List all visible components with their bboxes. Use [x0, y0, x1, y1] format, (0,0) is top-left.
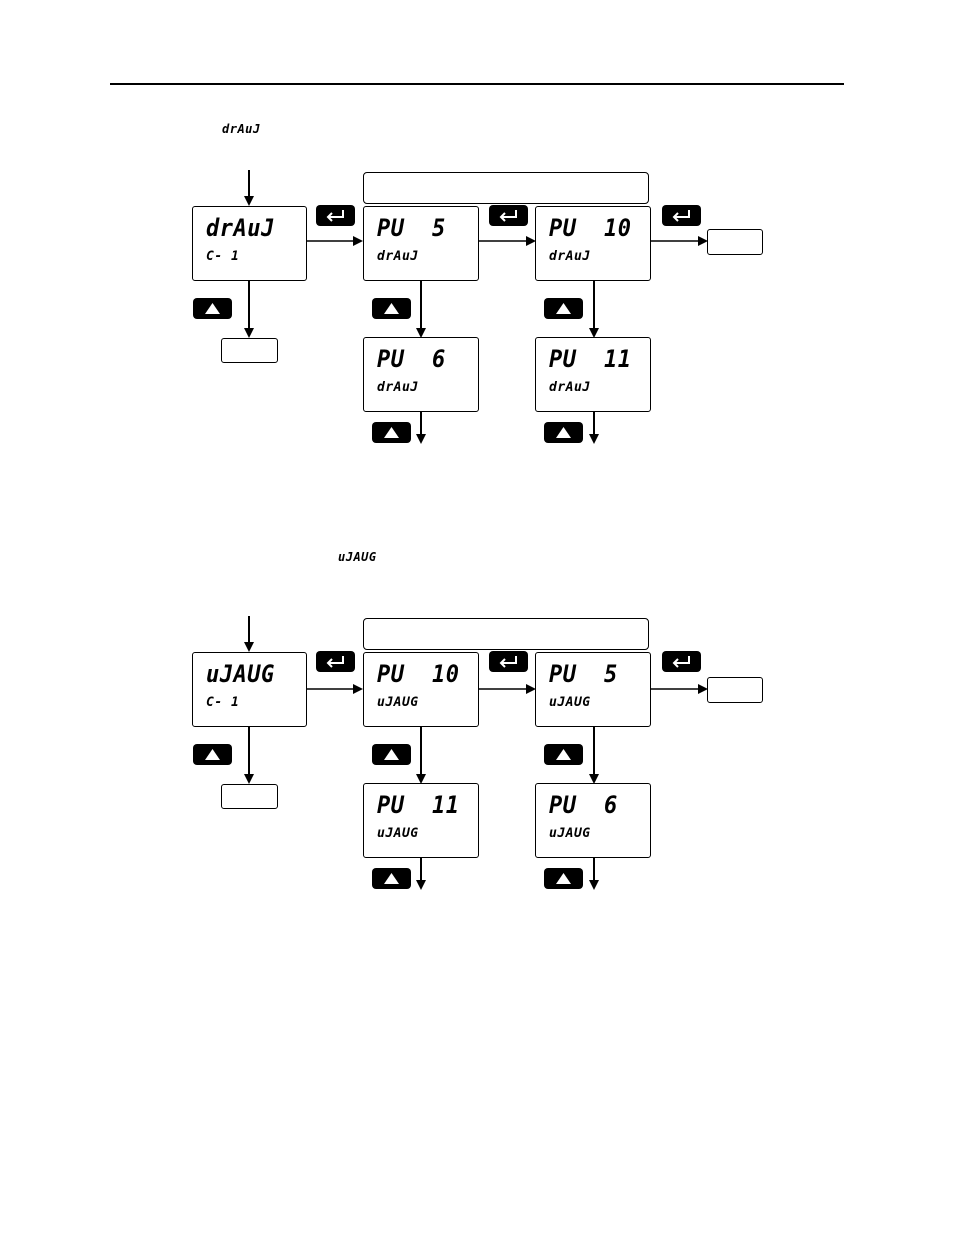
up-arrow-icon [556, 303, 571, 314]
display-line-1: PU 10 [377, 661, 460, 689]
info-banner [363, 618, 649, 650]
info-banner [363, 172, 649, 204]
display-line-2: uJAUG [549, 826, 591, 841]
up-arrow-icon [205, 749, 220, 760]
up-button[interactable] [544, 868, 583, 889]
pu-display-c: PU 11 uJAUG [363, 783, 479, 858]
up-button[interactable] [544, 298, 583, 319]
enter-icon [672, 210, 690, 222]
intro-word-1: drAuJ [222, 122, 261, 136]
up-button[interactable] [372, 422, 411, 443]
display-line-2: drAuJ [377, 380, 419, 395]
up-button[interactable] [372, 744, 411, 765]
enter-button[interactable] [489, 651, 528, 672]
enter-icon [499, 210, 517, 222]
display-line-1: PU 11 [377, 792, 460, 820]
up-button[interactable] [193, 298, 232, 319]
display-line-1: PU 5 [377, 215, 446, 243]
display-line-1: PU 6 [377, 346, 446, 374]
display-line-1: PU 11 [549, 346, 632, 374]
up-arrow-icon [556, 427, 571, 438]
pu-display-b: PU 5 uJAUG [535, 652, 651, 727]
next-step-box [707, 229, 763, 255]
exit-step-box [221, 784, 278, 809]
up-arrow-icon [205, 303, 220, 314]
enter-icon [326, 656, 344, 668]
enter-icon [326, 210, 344, 222]
next-step-box [707, 677, 763, 703]
up-arrow-icon [384, 873, 399, 884]
enter-button[interactable] [662, 651, 701, 672]
up-button[interactable] [544, 744, 583, 765]
pu-display-d: PU 11 drAuJ [535, 337, 651, 412]
enter-button[interactable] [316, 651, 355, 672]
up-button[interactable] [372, 298, 411, 319]
connector-lines [244, 616, 708, 890]
display-line-2: C- 1 [206, 249, 240, 264]
flow-diagram-1: drAuJ C- 1 PU 5 drAuJ PU 10 drAuJ PU 6 d… [0, 160, 954, 460]
up-arrow-icon [556, 749, 571, 760]
display-line-2: drAuJ [549, 249, 591, 264]
connector-lines [244, 170, 708, 444]
display-line-1: PU 10 [549, 215, 632, 243]
up-button[interactable] [544, 422, 583, 443]
flow-diagram-2: uJAUG C- 1 PU 10 uJAUG PU 5 uJAUG PU 11 … [0, 606, 954, 906]
display-line-1: PU 5 [549, 661, 618, 689]
display-line-2: drAuJ [549, 380, 591, 395]
up-arrow-icon [384, 427, 399, 438]
pu-display-b: PU 10 drAuJ [535, 206, 651, 281]
display-line-2: uJAUG [377, 695, 419, 710]
pu-display-a: PU 5 drAuJ [363, 206, 479, 281]
up-arrow-icon [384, 749, 399, 760]
display-line-2: drAuJ [377, 249, 419, 264]
display-line-2: C- 1 [206, 695, 240, 710]
enter-button[interactable] [489, 205, 528, 226]
intro-word-2: uJAUG [338, 550, 377, 564]
display-line-2: uJAUG [549, 695, 591, 710]
enter-button[interactable] [316, 205, 355, 226]
start-display: drAuJ C- 1 [192, 206, 307, 281]
enter-button[interactable] [662, 205, 701, 226]
header-rule [110, 83, 844, 85]
display-line-1: drAuJ [206, 215, 275, 243]
display-line-2: uJAUG [377, 826, 419, 841]
display-line-1: PU 6 [549, 792, 618, 820]
enter-icon [672, 656, 690, 668]
enter-icon [499, 656, 517, 668]
display-line-1: uJAUG [206, 661, 275, 689]
pu-display-a: PU 10 uJAUG [363, 652, 479, 727]
pu-display-d: PU 6 uJAUG [535, 783, 651, 858]
up-button[interactable] [372, 868, 411, 889]
up-button[interactable] [193, 744, 232, 765]
exit-step-box [221, 338, 278, 363]
pu-display-c: PU 6 drAuJ [363, 337, 479, 412]
up-arrow-icon [556, 873, 571, 884]
up-arrow-icon [384, 303, 399, 314]
start-display: uJAUG C- 1 [192, 652, 307, 727]
